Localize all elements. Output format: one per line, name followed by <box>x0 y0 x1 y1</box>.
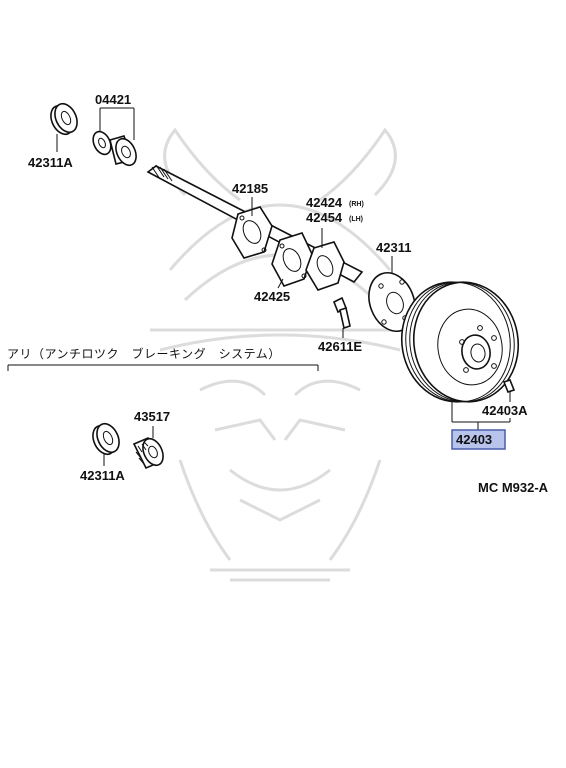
retainer-plate-42185 <box>231 206 273 259</box>
label-42454: 42454 <box>306 210 343 225</box>
label-42424: 42424 <box>306 195 343 210</box>
bearing-04421 <box>92 130 137 167</box>
label-42311: 42311 <box>376 240 411 255</box>
watermark-logo <box>150 127 410 582</box>
label-42185: 42185 <box>232 181 268 196</box>
oil-seal-bottom <box>92 422 120 456</box>
label-42311A-bottom: 42311A <box>80 468 125 483</box>
label-04421: 04421 <box>95 92 131 107</box>
diagram-code: MC M932-A <box>478 480 549 495</box>
label-42403A: 42403A <box>482 403 528 418</box>
label-42424-side: (RH) <box>349 201 364 208</box>
label-43517: 43517 <box>134 409 170 424</box>
oil-seal-top <box>50 102 78 136</box>
label-42403[interactable]: 42403 <box>456 432 492 447</box>
brake-drum-42403 <box>400 281 520 403</box>
abs-rotor-43517 <box>132 436 164 470</box>
drum-screw-42403A <box>502 379 516 393</box>
label-42611E: 42611E <box>318 339 362 354</box>
label-42425: 42425 <box>254 289 290 304</box>
gasket-42425 <box>271 232 313 287</box>
label-42311A-top: 42311A <box>28 155 73 170</box>
label-42454-side: (LH) <box>349 216 363 223</box>
hub-bolt-42611E <box>332 296 351 330</box>
highlight-42403[interactable] <box>451 429 506 450</box>
abs-section-label: アリ（アンチロツク ブレーキング システム） <box>7 346 281 361</box>
backing-plate-42424 <box>305 241 345 291</box>
